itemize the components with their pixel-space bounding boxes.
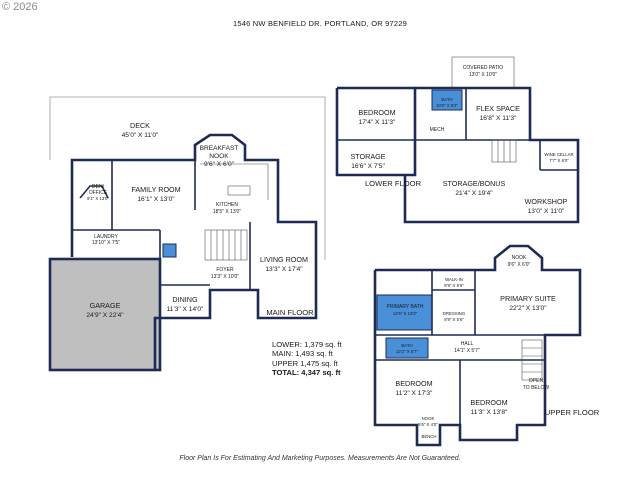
family-room-dims: 16'1" X 13'0" bbox=[137, 196, 175, 203]
upper-floor-plan: NOOK 9'6" X 6'0" WALK-IN 8'9" X 5'6" PRI… bbox=[373, 244, 600, 447]
upper-floor-walls bbox=[373, 244, 582, 447]
hall-label: HALL bbox=[461, 341, 474, 347]
den-label-2: OFFICE bbox=[89, 190, 108, 196]
lower-floor-label: LOWER FLOOR bbox=[365, 179, 422, 188]
den-label-1: DEN/ bbox=[92, 184, 105, 190]
flex-space-label: FLEX SPACE bbox=[476, 104, 520, 113]
lower-bath-fill bbox=[431, 89, 463, 111]
upper-floor-label: UPPER FLOOR bbox=[545, 408, 600, 417]
main-sqft: MAIN: 1,493 sq. ft bbox=[272, 349, 333, 359]
garage-area bbox=[48, 257, 162, 372]
hall-bath-label: BATH bbox=[401, 343, 412, 348]
bedroom-wing-walls bbox=[337, 86, 417, 177]
main-floor-walls bbox=[70, 133, 318, 370]
deck-dims: 45'0" X 11'0" bbox=[122, 132, 159, 139]
open-below-label-2: TO BELOW bbox=[523, 385, 550, 391]
total-sqft: TOTAL: 4,347 sq. ft bbox=[272, 368, 341, 378]
nook2-label: NOOK bbox=[422, 416, 435, 421]
hall-bath-fill bbox=[385, 337, 429, 359]
bench-label: BENCH bbox=[421, 434, 436, 439]
family-room-label: FAMILY ROOM bbox=[131, 185, 180, 194]
breakfast-label-2: NOOK bbox=[209, 153, 229, 160]
lower-sqft: LOWER: 1,379 sq. ft bbox=[272, 340, 342, 349]
laundry-dims: 13'10" X 7'5" bbox=[92, 240, 120, 246]
foyer-dims: 13'3" X 10'0" bbox=[211, 274, 239, 280]
dressing-dims: 8'9" X 5'6" bbox=[444, 317, 464, 322]
kitchen-counter bbox=[200, 163, 269, 200]
main-floor-plan: DECK 45'0" X 11'0" BREAKFAST NOOK 9'6" X… bbox=[48, 96, 326, 372]
kitchen-island bbox=[227, 185, 251, 196]
property-address: 1546 NW BENFIELD DR. PORTLAND, OR 97229 bbox=[233, 19, 407, 28]
primary-bath-fill bbox=[376, 294, 433, 331]
upper-sqft: UPPER 1,475 sq. ft bbox=[272, 358, 338, 368]
disclaimer-text: Floor Plan Is For Estimating And Marketi… bbox=[179, 455, 461, 462]
walkin-label: WALK-IN bbox=[445, 277, 463, 282]
den-window bbox=[79, 185, 109, 199]
lower-storage-dims: 16'6" X 7'5" bbox=[351, 163, 385, 170]
lower-bedroom-dims: 17'4" X 11'3" bbox=[359, 119, 396, 126]
dining-dims: 11'3" X 14'0" bbox=[167, 306, 204, 313]
dining-label: DINING bbox=[172, 295, 198, 304]
storage-bonus-label: STORAGE/BONUS bbox=[443, 179, 506, 188]
garage-dims: 24'9" X 22'4" bbox=[86, 312, 124, 319]
lower-bedroom-label: BEDROOM bbox=[358, 108, 395, 117]
lower-bath-label: BATH bbox=[441, 97, 452, 102]
bedroom1-label: BEDROOM bbox=[395, 379, 432, 388]
lower-floor-plan: COVERED PATIO 13'0" X 10'0" BEDROOM 17'4… bbox=[335, 56, 580, 224]
primary-suite-label: PRIMARY SUITE bbox=[500, 294, 556, 303]
upper-stairs bbox=[521, 339, 543, 381]
storage-bonus-dims: 21'4" X 19'4" bbox=[455, 190, 493, 197]
dressing-label: DRESSING bbox=[443, 311, 466, 316]
wine-cellar-dims: 7'7" X 6'0" bbox=[549, 158, 569, 163]
main-floor-label: MAIN FLOOR bbox=[266, 308, 314, 317]
breakfast-dims: 9'6" X 6'0" bbox=[204, 161, 235, 168]
bedroom1-dims: 11'2" X 17'3" bbox=[396, 390, 433, 397]
deck-outline bbox=[49, 96, 326, 260]
nook-label: NOOK bbox=[512, 255, 527, 261]
primary-suite-dims: 22'2" X 13'0" bbox=[509, 305, 547, 312]
laundry-label: LAUNDRY bbox=[94, 234, 118, 240]
lower-storage-label: STORAGE bbox=[350, 152, 385, 161]
workshop-label: WORKSHOP bbox=[525, 197, 568, 206]
copyright-watermark: © 2026 bbox=[2, 1, 38, 13]
patio-dims: 13'0" X 10'0" bbox=[469, 72, 497, 78]
nook-dims: 9'6" X 6'0" bbox=[508, 262, 531, 268]
bedroom2-label: BEDROOM bbox=[470, 398, 507, 407]
living-room-dims: 13'3" X 17'4" bbox=[265, 266, 303, 273]
kitchen-label: KITCHEN bbox=[216, 202, 238, 208]
flex-space-dims: 16'8" X 11'3" bbox=[480, 115, 517, 122]
foyer-label: FOYER bbox=[216, 267, 234, 273]
hall-dims: 14'1" X 5'7" bbox=[454, 348, 480, 354]
workshop-dims: 13'0" X 11'0" bbox=[528, 208, 565, 215]
living-room-label: LIVING ROOM bbox=[260, 255, 308, 264]
bedroom-left-wall bbox=[335, 88, 365, 177]
primary-bath-label: PRIMARY BATH bbox=[387, 304, 424, 310]
powder-bath bbox=[162, 243, 177, 258]
nook2-dims: 5'6" X 4'0" bbox=[418, 422, 438, 427]
mech-label: MECH bbox=[430, 127, 445, 133]
primary-bath-dims: 12'6" X 13'0" bbox=[393, 311, 418, 316]
breakfast-label-1: BREAKFAST bbox=[200, 145, 239, 152]
square-footage-summary: LOWER: 1,379 sq. ft MAIN: 1,493 sq. ft U… bbox=[272, 340, 342, 378]
lower-bath-dims: 10'0" X 5'2" bbox=[436, 103, 458, 108]
walkin-dims: 8'9" X 5'6" bbox=[444, 283, 464, 288]
den-dims: 9'1" X 13'0" bbox=[87, 196, 109, 201]
garage-label: GARAGE bbox=[90, 301, 121, 310]
main-stairs bbox=[204, 229, 248, 261]
kitchen-dims: 18'5" X 13'0" bbox=[213, 209, 241, 215]
bedroom2-dims: 11'3" X 13'8" bbox=[471, 409, 508, 416]
patio-label: COVERED PATIO bbox=[463, 65, 503, 71]
wine-cellar-label: WINE CELLAR bbox=[544, 152, 573, 157]
hall-bath-dims: 12'2" X 5'7" bbox=[396, 349, 418, 354]
open-below-label-1: OPEN bbox=[529, 378, 544, 384]
deck-label: DECK bbox=[130, 121, 150, 130]
